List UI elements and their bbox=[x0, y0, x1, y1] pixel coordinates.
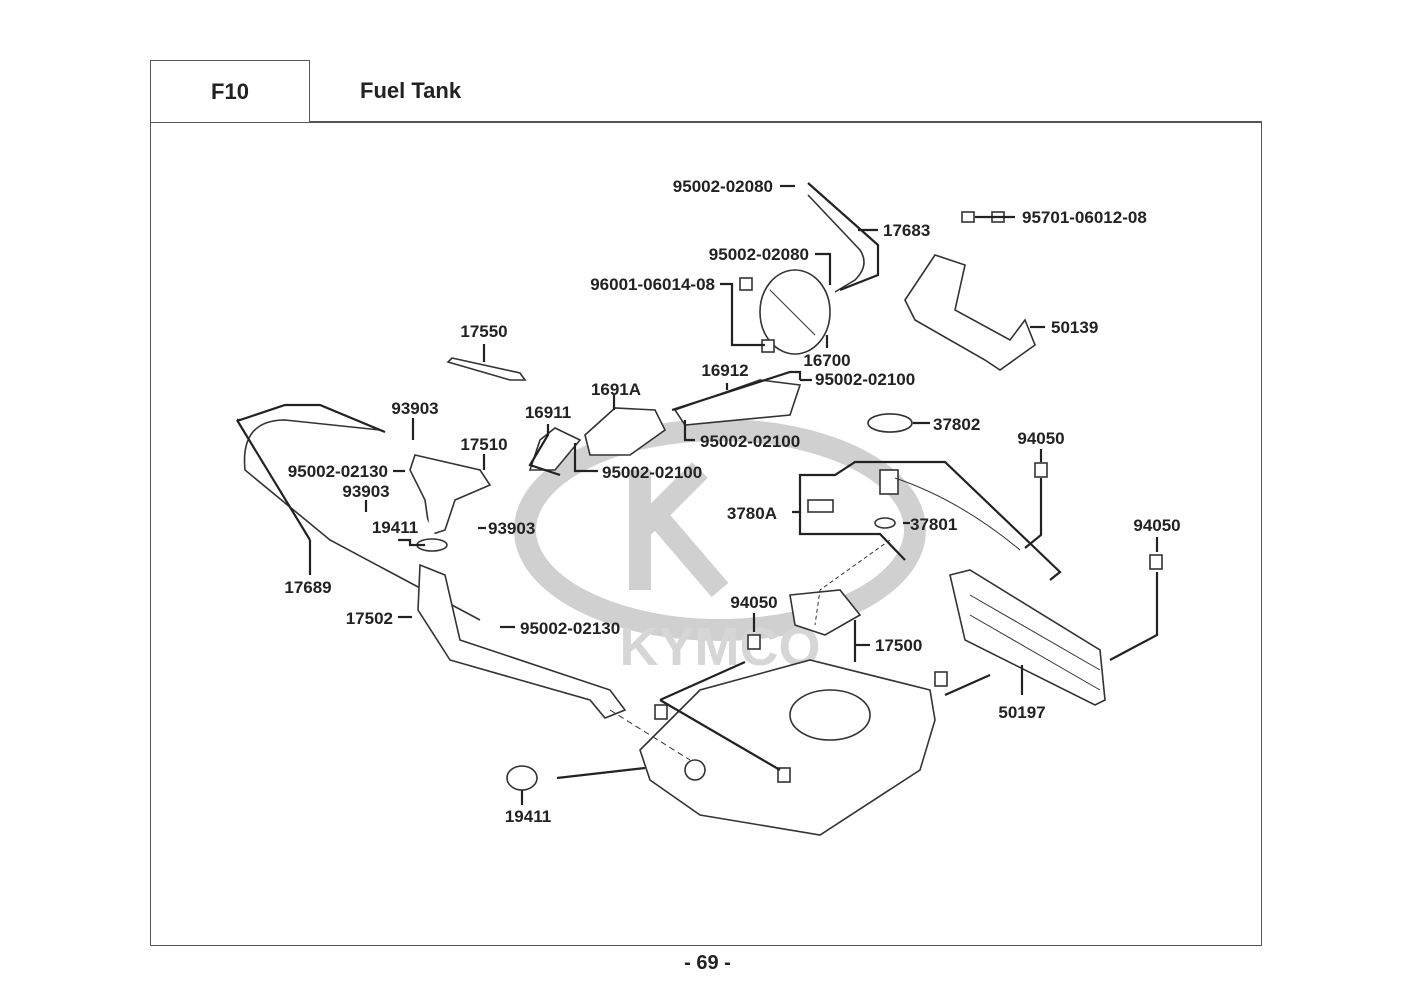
fuel-filter-drawing bbox=[528, 379, 802, 471]
leader-lines bbox=[236, 182, 1159, 805]
fuel-pump-drawing bbox=[739, 269, 831, 355]
part-label: 37802 bbox=[933, 415, 980, 434]
part-label: 16912 bbox=[701, 361, 748, 380]
part-label: 16700 bbox=[803, 351, 850, 370]
heat-shield-50197-drawing bbox=[949, 569, 1106, 706]
brand-watermark: KYMCO bbox=[514, 419, 926, 677]
gasket-17550-drawing bbox=[446, 357, 527, 381]
part-label: 94050 bbox=[730, 593, 777, 612]
part-label: 50139 bbox=[1051, 318, 1098, 337]
part-label: 95002-02130 bbox=[520, 619, 620, 638]
part-label: 95701-06012-08 bbox=[1022, 208, 1147, 227]
bracket-50139-drawing bbox=[904, 254, 1036, 371]
page-number: - 69 - bbox=[684, 952, 731, 974]
part-label: 17550 bbox=[460, 322, 507, 341]
part-label: 95002-02080 bbox=[709, 245, 809, 264]
part-label: 93903 bbox=[488, 519, 535, 538]
part-label: 50197 bbox=[998, 703, 1045, 722]
part-label: 1691A bbox=[591, 380, 641, 399]
part-label: 95002-02100 bbox=[700, 432, 800, 451]
part-label: 95002-02100 bbox=[602, 463, 702, 482]
section-code-cell: F10 bbox=[150, 60, 310, 123]
part-label: 16911 bbox=[525, 403, 571, 422]
ring-37802-drawing bbox=[867, 413, 913, 433]
part-label: 94050 bbox=[1133, 516, 1180, 535]
hose-17683-drawing bbox=[807, 194, 865, 293]
section-code: F10 bbox=[211, 79, 249, 104]
diagram-frame bbox=[150, 122, 1262, 946]
part-label: 96001-06014-08 bbox=[590, 275, 715, 294]
part-label: 95002-02100 bbox=[815, 370, 915, 389]
header-divider bbox=[310, 121, 1262, 122]
page-title: Fuel Tank bbox=[360, 78, 462, 103]
part-label: 19411 bbox=[372, 518, 418, 537]
part-label: 93903 bbox=[391, 399, 438, 418]
filler-pipe-17502-drawing bbox=[417, 563, 627, 719]
part-label: 17689 bbox=[284, 578, 331, 597]
part-label: 3780A bbox=[727, 504, 777, 523]
nuts-94050-drawing bbox=[654, 462, 1163, 783]
part-label: 93903 bbox=[342, 482, 389, 501]
part-label: 95002-02080 bbox=[673, 177, 773, 196]
part-label: 37801 bbox=[910, 515, 957, 534]
part-label: 17500 bbox=[875, 636, 922, 655]
part-label: 94050 bbox=[1017, 429, 1064, 448]
fuel-filler-neck-drawing bbox=[409, 454, 492, 537]
part-label: 95002-02130 bbox=[288, 462, 388, 481]
fuel-tank-drawing bbox=[639, 589, 936, 836]
part-label: 17683 bbox=[883, 221, 930, 240]
part-label: 17510 bbox=[460, 435, 507, 454]
part-label: 17502 bbox=[346, 609, 393, 628]
part-label: 19411 bbox=[505, 807, 551, 826]
